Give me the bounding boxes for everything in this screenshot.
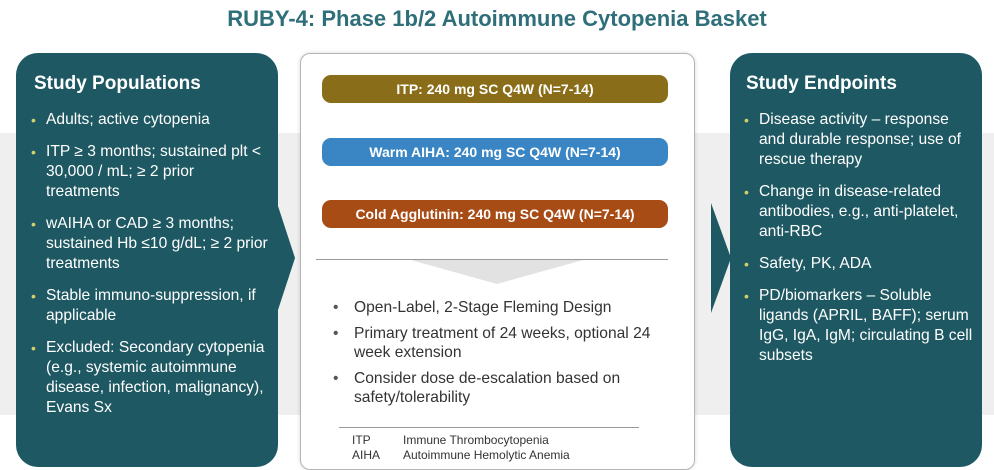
list-item: •Open-Label, 2-Stage Fleming Design (333, 299, 612, 316)
divider (316, 259, 668, 260)
bullet-icon: • (31, 288, 36, 304)
bullet-icon: • (31, 340, 36, 356)
study-populations-panel: Study Populations •Adults; active cytope… (16, 53, 278, 467)
list-item: •Adults; active cytopenia (31, 111, 210, 128)
bullet-icon: • (333, 370, 339, 387)
study-endpoints-heading: Study Endpoints (746, 73, 897, 94)
list-item: •Safety, PK, ADA (744, 255, 872, 272)
bullet-icon: • (31, 216, 36, 232)
list-item: •Excluded: Secondary cytopenia (e.g., sy… (31, 339, 265, 416)
chevron-right-icon (277, 203, 295, 313)
list-item: •Stable immuno-suppression, if applicabl… (31, 287, 256, 324)
bullet-icon: • (333, 325, 339, 342)
list-item: •Change in disease-related antibodies, e… (744, 183, 959, 240)
bullet-icon: • (31, 144, 36, 160)
bullet-icon: • (744, 256, 749, 272)
slide-title: RUBY-4: Phase 1b/2 Autoimmune Cytopenia … (227, 6, 767, 31)
divider (339, 427, 639, 428)
arm-itp-banner: ITP: 240 mg SC Q4W (N=7-14) (322, 75, 668, 103)
study-design-list: •Open-Label, 2-Stage Fleming Design •Pri… (333, 298, 678, 414)
bullet-icon: • (744, 288, 749, 304)
bullet-icon: • (333, 299, 339, 316)
treatment-arms-panel: ITP: 240 mg SC Q4W (N=7-14) Warm AIHA: 2… (300, 53, 695, 470)
study-endpoints-panel: Study Endpoints •Disease activity – resp… (730, 53, 982, 467)
bullet-icon: • (744, 112, 749, 128)
bullet-icon: • (744, 184, 749, 200)
list-item: •Disease activity – response and durable… (744, 111, 961, 168)
list-item: •PD/biomarkers – Soluble ligands (APRIL,… (744, 287, 973, 364)
arm-cold-agglutinin-banner: Cold Agglutinin: 240 mg SC Q4W (N=7-14) (322, 200, 668, 228)
list-item: •wAIHA or CAD ≥ 3 months; sustained Hb ≤… (31, 215, 268, 272)
list-item: •ITP ≥ 3 months; sustained plt < 30,000 … (31, 143, 262, 200)
study-populations-list: •Adults; active cytopenia •ITP ≥ 3 month… (30, 110, 270, 430)
chevron-right-icon (711, 203, 731, 313)
arm-warm-aiha-banner: Warm AIHA: 240 mg SC Q4W (N=7-14) (322, 138, 668, 166)
funnel-down-icon (411, 260, 583, 284)
study-populations-heading: Study Populations (34, 73, 201, 94)
list-item: •Primary treatment of 24 weeks, optional… (333, 325, 651, 361)
list-item: •Consider dose de-escalation based on sa… (333, 370, 621, 406)
study-endpoints-list: •Disease activity – response and durable… (743, 110, 974, 378)
bullet-icon: • (31, 112, 36, 128)
